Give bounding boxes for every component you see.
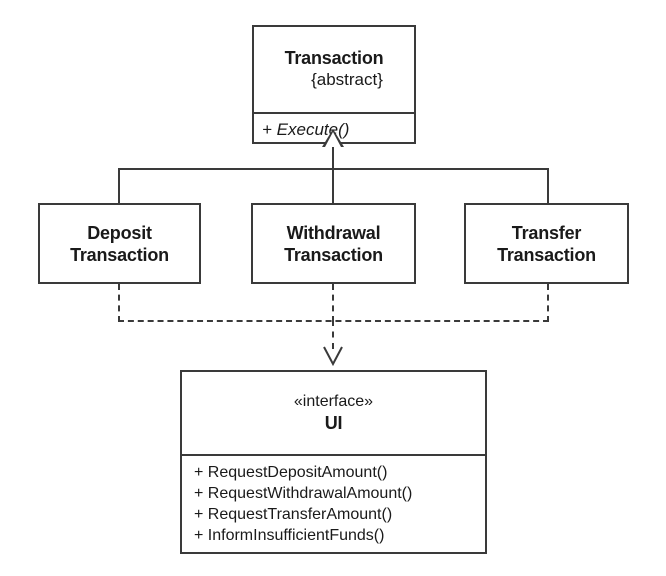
ui-operation-request-withdrawal-amount: + RequestWithdrawalAmount() xyxy=(194,485,413,502)
ui-operation-inform-insufficient-funds: + InformInsufficientFunds() xyxy=(194,527,385,544)
withdrawal-name-compartment: Withdrawal Transaction xyxy=(253,205,414,282)
deposit-class-name-line2: Transaction xyxy=(70,244,169,265)
ui-stereotype-label: «interface» xyxy=(293,393,374,410)
class-box-transaction[interactable]: Transaction {abstract} + Execute() xyxy=(252,25,416,144)
generalization-drop-withdrawal xyxy=(332,168,334,204)
deposit-name-compartment: Deposit Transaction xyxy=(40,205,199,282)
transfer-class-name-line2: Transaction xyxy=(497,244,596,265)
transaction-abstract-modifier: {abstract} xyxy=(311,70,383,89)
transaction-name-compartment: Transaction {abstract} xyxy=(254,27,414,112)
interface-box-ui[interactable]: «interface» UI + RequestDepositAmount() … xyxy=(180,370,487,554)
transaction-class-name: Transaction xyxy=(284,48,384,68)
generalization-drop-transfer xyxy=(547,168,549,204)
generalization-drop-deposit xyxy=(118,168,120,204)
withdrawal-class-name-line1: Withdrawal xyxy=(286,222,381,243)
withdrawal-class-name-line2: Transaction xyxy=(284,244,383,265)
dependency-stub-withdrawal xyxy=(332,284,334,322)
ui-interface-name: UI xyxy=(324,413,343,433)
dependency-open-arrow-icon xyxy=(322,345,344,367)
deposit-class-name-line1: Deposit xyxy=(87,222,152,243)
class-box-transfer-transaction[interactable]: Transfer Transaction xyxy=(464,203,629,284)
generalization-stem-line xyxy=(332,144,334,170)
class-box-withdrawal-transaction[interactable]: Withdrawal Transaction xyxy=(251,203,416,284)
transfer-name-compartment: Transfer Transaction xyxy=(466,205,627,282)
transfer-class-name-line1: Transfer xyxy=(511,222,582,243)
ui-operation-request-deposit-amount: + RequestDepositAmount() xyxy=(194,464,388,481)
ui-operation-request-transfer-amount: + RequestTransferAmount() xyxy=(194,506,393,523)
generalization-hollow-triangle-icon xyxy=(322,129,344,147)
dependency-stub-deposit xyxy=(118,284,120,322)
class-box-deposit-transaction[interactable]: Deposit Transaction xyxy=(38,203,201,284)
ui-operations-compartment: + RequestDepositAmount() + RequestWithdr… xyxy=(182,454,485,552)
dependency-arrow-stem xyxy=(332,320,334,349)
dependency-stub-transfer xyxy=(547,284,549,322)
ui-name-compartment: «interface» UI xyxy=(182,372,485,454)
